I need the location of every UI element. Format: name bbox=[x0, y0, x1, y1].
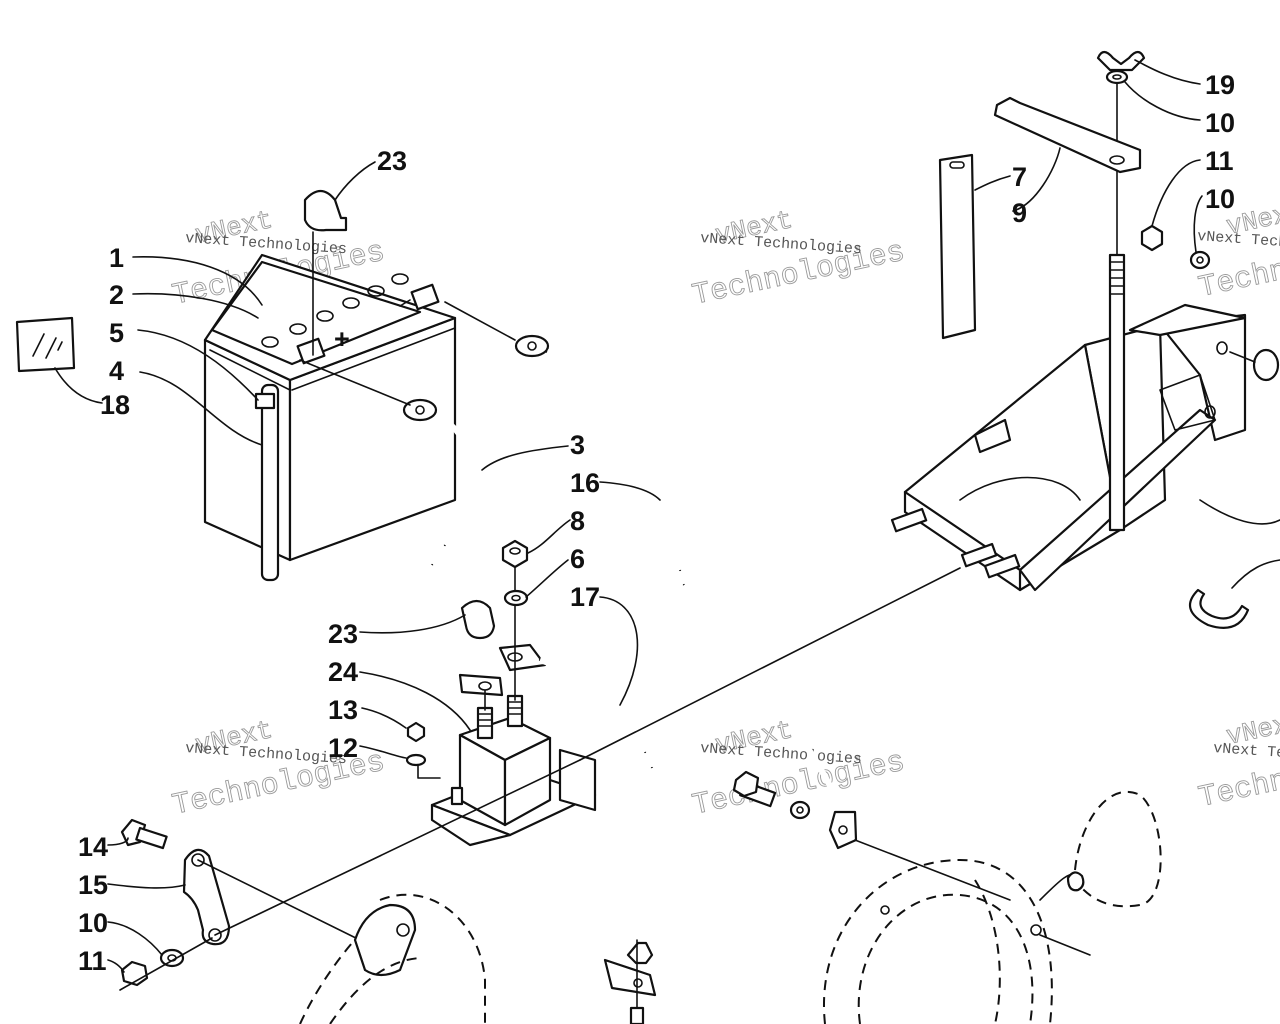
nut-8 bbox=[501, 539, 529, 569]
callout-9: 9 bbox=[1012, 198, 1027, 228]
nut-11-upper bbox=[1140, 224, 1164, 252]
hose-clamp bbox=[1188, 559, 1280, 629]
plus-sign: + bbox=[334, 324, 350, 354]
callout-2: 2 bbox=[109, 280, 124, 310]
callout-24: 24 bbox=[328, 657, 358, 687]
bolt-14 bbox=[120, 818, 168, 850]
washer-10-top bbox=[1105, 69, 1129, 85]
watermark-caption-top-right: vNext Technologies bbox=[1197, 228, 1280, 256]
wing-nut-19 bbox=[1096, 50, 1146, 72]
callout-19: 19 bbox=[1205, 70, 1235, 100]
battery-tray bbox=[890, 303, 1280, 592]
washer-lower-right bbox=[789, 800, 811, 820]
callout-11-upper: 11 bbox=[1205, 146, 1234, 176]
hold-down-plate-9 bbox=[993, 96, 1142, 174]
callout-numbers: 1 2 5 4 18 23 3 16 8 6 17 23 24 13 12 14… bbox=[78, 70, 1235, 976]
callout-3: 3 bbox=[570, 430, 585, 460]
callout-18: 18 bbox=[100, 390, 130, 420]
callout-14: 14 bbox=[78, 832, 108, 862]
callout-15: 15 bbox=[78, 870, 108, 900]
callout-11-lower: 11 bbox=[78, 946, 107, 976]
callout-7: 7 bbox=[1012, 162, 1027, 192]
grommet-right bbox=[1229, 348, 1280, 382]
washer-10-lower bbox=[159, 948, 185, 968]
callout-13: 13 bbox=[328, 695, 358, 725]
callout-10-top: 10 bbox=[1205, 108, 1235, 138]
callout-23-solenoid: 23 bbox=[328, 619, 358, 649]
callout-1: 1 bbox=[109, 243, 124, 273]
terminal-cap-solenoid bbox=[460, 599, 496, 640]
callout-4: 4 bbox=[109, 356, 124, 386]
callout-16: 16 bbox=[570, 468, 600, 498]
washer-6 bbox=[503, 589, 529, 607]
nut-11-lower bbox=[120, 960, 149, 987]
battery: + bbox=[203, 253, 457, 582]
callout-17: 17 bbox=[570, 582, 600, 612]
leader-lines bbox=[54, 59, 1203, 973]
callout-10-lower: 10 bbox=[78, 908, 108, 938]
starter-motor bbox=[823, 790, 1162, 1024]
hold-down-rod bbox=[1108, 79, 1126, 532]
washer-12 bbox=[405, 753, 441, 779]
solenoid bbox=[430, 559, 597, 847]
fastener-axis-lower bbox=[119, 937, 213, 991]
callout-23-top: 23 bbox=[377, 146, 407, 176]
washer-10-upper bbox=[1189, 250, 1211, 270]
strap-7 bbox=[938, 153, 977, 340]
callout-12: 12 bbox=[328, 733, 358, 763]
motor-axis-line bbox=[854, 839, 1011, 901]
callout-5: 5 bbox=[109, 318, 124, 348]
callout-6: 6 bbox=[570, 544, 585, 574]
decal bbox=[15, 316, 76, 373]
starter-cable bbox=[498, 643, 664, 1024]
nut-13 bbox=[406, 721, 426, 743]
callout-8: 8 bbox=[570, 506, 585, 536]
bolt-lower-right bbox=[732, 770, 777, 808]
link-bracket-15 bbox=[182, 848, 231, 946]
ground-axis-line bbox=[579, 567, 961, 761]
callout-10-upper: 10 bbox=[1205, 184, 1235, 214]
watermark-caption-bottom-right: vNext Technologies bbox=[1213, 740, 1280, 768]
chassis-frame-left bbox=[299, 893, 486, 1024]
positive-cable bbox=[444, 301, 858, 850]
negative-cable bbox=[299, 359, 504, 697]
terminal-cap-top bbox=[303, 189, 348, 356]
